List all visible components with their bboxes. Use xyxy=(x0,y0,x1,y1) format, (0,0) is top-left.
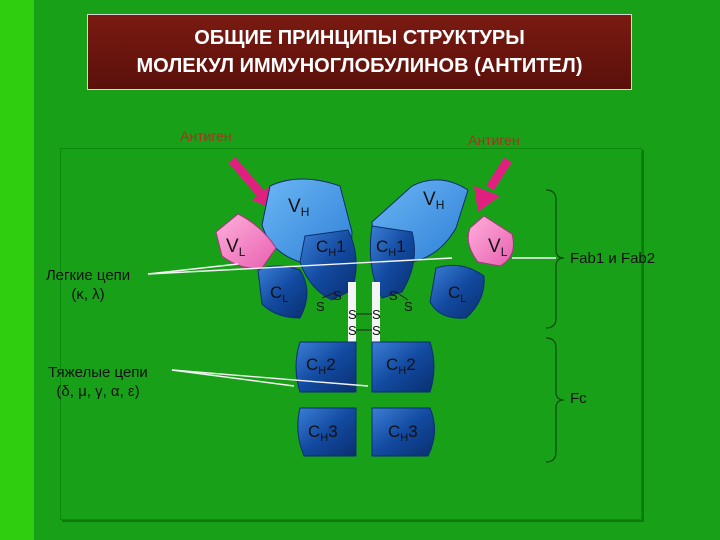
pointer-lines xyxy=(147,257,556,387)
ch3-right-domain xyxy=(371,407,435,457)
ch1-left-label: C xyxy=(316,237,328,256)
ch1-right-domain xyxy=(369,225,415,299)
title-line-2: МОЛЕКУЛ ИММУНОГЛОБУЛИНОВ (АНТИТЕЛ) xyxy=(136,55,583,77)
heavy-chains-label: Тяжелые цепи (δ, μ, γ, α, ε) xyxy=(48,364,148,400)
vl-left-domain xyxy=(215,213,277,269)
ch3-left-label: C xyxy=(308,422,320,441)
svg-text:CH1: CH1 xyxy=(376,237,406,259)
svg-text:VH: VH xyxy=(423,189,444,212)
cl-right-domain xyxy=(429,264,485,319)
s-label-6: S xyxy=(372,307,381,322)
svg-text:CL: CL xyxy=(270,283,288,305)
s-label-8: S xyxy=(372,323,381,338)
svg-text:CH2: CH2 xyxy=(386,355,416,377)
fc-label: Fc xyxy=(570,390,587,407)
hinge-right xyxy=(372,282,380,342)
cl-left-label: C xyxy=(270,283,282,302)
ch2-right-domain xyxy=(371,341,435,393)
sulfur-labels: S S S S S S S S xyxy=(316,288,413,338)
ch3-right-label: C xyxy=(388,422,400,441)
diagram-panel xyxy=(60,148,642,520)
title-line-1: ОБЩИЕ ПРИНЦИПЫ СТРУКТУРЫ xyxy=(194,27,525,49)
svg-text:CH3: CH3 xyxy=(308,422,338,444)
s-label-1: S xyxy=(316,299,325,314)
s-label-5: S xyxy=(348,307,357,322)
antigen-arrow-right xyxy=(474,157,512,212)
disulfide-bonds xyxy=(321,291,409,331)
fab-label: Fab1 и Fab2 xyxy=(570,250,656,267)
vh-left-label: V xyxy=(288,196,301,217)
ch1-right-label: C xyxy=(376,237,388,256)
svg-text:VL: VL xyxy=(226,236,246,259)
vl-right-label: V xyxy=(488,236,501,257)
s-label-4: S xyxy=(404,299,413,314)
ch2-left-domain xyxy=(295,341,357,393)
vl-left-label: V xyxy=(226,236,239,257)
svg-text:CL: CL xyxy=(448,283,466,305)
ch2-left-label: C xyxy=(306,355,318,374)
s-label-3: S xyxy=(389,288,398,303)
svg-text:CH2: CH2 xyxy=(306,355,336,377)
hinge-left xyxy=(348,282,356,342)
s-label-2: S xyxy=(333,288,342,303)
light-chains-label: Легкие цепи (κ, λ) xyxy=(45,267,131,303)
vh-right-label: V xyxy=(423,189,436,210)
svg-text:VL: VL xyxy=(488,236,508,259)
svg-text:VH: VH xyxy=(288,196,309,219)
segment-labels: VH VH VL VL CH1 CH1 CL CL CH2 CH2 CH3 CH… xyxy=(226,189,508,444)
cl-left-domain xyxy=(257,265,308,319)
ch2-right-label: C xyxy=(386,355,398,374)
cl-right-label: C xyxy=(448,283,460,302)
svg-text:CH3: CH3 xyxy=(388,422,418,444)
vl-right-domain xyxy=(467,215,514,267)
svg-text:CH1: CH1 xyxy=(316,237,346,259)
ch3-left-domain xyxy=(297,407,357,457)
antigen-left-label: Антиген xyxy=(180,128,232,144)
title-box: ОБЩИЕ ПРИНЦИПЫ СТРУКТУРЫ МОЛЕКУЛ ИММУНОГ… xyxy=(87,14,632,90)
s-label-7: S xyxy=(348,323,357,338)
left-accent-stripe xyxy=(0,0,34,540)
fab-brace xyxy=(545,189,565,329)
antigen-right-label: Антиген xyxy=(468,132,520,148)
fc-brace xyxy=(545,337,565,463)
